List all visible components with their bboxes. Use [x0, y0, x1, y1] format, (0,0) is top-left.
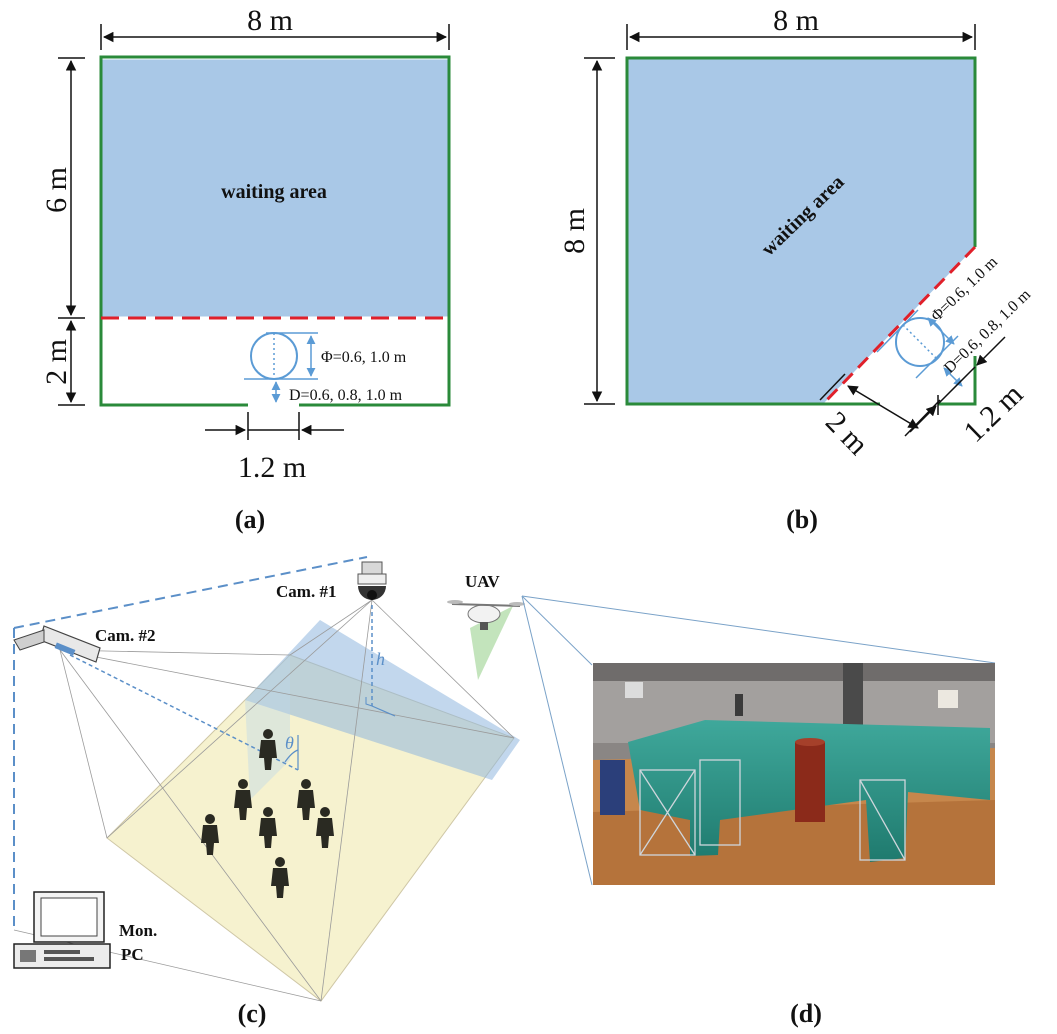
- caption-c: (c): [238, 999, 267, 1028]
- obstacle-diameter-b: [902, 324, 938, 360]
- cam2-field-dashed: [13, 556, 368, 629]
- waiting-height-label-a: 6 m: [40, 167, 73, 213]
- panel-c: h θ Cam. #1 Cam. #2: [13, 556, 525, 1028]
- waiting-area-a: [99, 56, 451, 320]
- exit-dim-line-b: [937, 366, 976, 405]
- monitor-pc-icon: [13, 891, 111, 969]
- diameter-tick-1-b: [876, 309, 919, 353]
- height-symbol: h: [376, 649, 385, 669]
- height-label-b: 8 m: [558, 208, 591, 254]
- monitor-label-line2: PC: [121, 945, 144, 964]
- monitor-label-line1: Mon.: [119, 921, 157, 940]
- area-label-a: waiting area: [221, 181, 327, 203]
- diameter-arrow-b: [927, 317, 955, 345]
- depth-label-b: 2 m: [819, 405, 875, 461]
- exit-width-label-b: 1.2 m: [957, 378, 1029, 449]
- cam1-label: Cam. #1: [276, 582, 336, 601]
- cam2-label: Cam. #2: [95, 626, 155, 645]
- pedestrian: [234, 779, 252, 820]
- cam1-icon: [357, 561, 387, 600]
- wall-b: [625, 56, 977, 406]
- wall-a: [99, 55, 451, 407]
- pedestrian: [259, 807, 277, 848]
- width-label-b: 8 m: [773, 4, 819, 37]
- entry-height-label-a: 2 m: [40, 339, 73, 385]
- waiting-area-b: [627, 58, 975, 404]
- caption-b: (b): [786, 505, 818, 534]
- blue-zone: [245, 620, 520, 780]
- experiment-photo: [593, 663, 995, 885]
- uav-photo-connectors: [521, 595, 996, 886]
- exit-arrow-1-b: [909, 405, 937, 433]
- exit-width-label-a: 1.2 m: [238, 451, 306, 484]
- caption-a: (a): [235, 505, 265, 534]
- pedestrian: [271, 857, 289, 898]
- width-label-a: 8 m: [247, 4, 293, 37]
- dashed-boundary-b: [821, 245, 977, 406]
- distance-label-a: D=0.6, 0.8, 1.0 m: [289, 387, 403, 404]
- depth-arrow-b: [847, 385, 919, 429]
- angle-symbol: θ: [285, 733, 294, 753]
- depth-tick-2-b: [904, 399, 941, 437]
- right-angle-mark: [365, 697, 373, 707]
- depth-tick-1-b: [819, 373, 846, 401]
- pedestrian: [316, 807, 334, 848]
- uav-label: UAV: [465, 572, 500, 591]
- caption-d: (d): [790, 999, 822, 1028]
- exit-wall-b: [938, 356, 977, 406]
- cam1-axis-base: [371, 705, 396, 717]
- uav-icon: [447, 600, 525, 680]
- diameter-label-a: Φ=0.6, 1.0 m: [321, 349, 407, 366]
- exit-arrow-2-b: [976, 336, 1006, 366]
- pedestrians: [201, 729, 334, 898]
- panel-d: (d): [593, 663, 995, 1028]
- blue-zone-side: [245, 655, 290, 800]
- panel-a: Φ=0.6, 1.0 m D=0.6, 0.8, 1.0 m waiting a…: [40, 4, 451, 534]
- panel-b: Φ=0.6, 1.0 m D=0.6, 0.8, 1.0 m waiting a…: [558, 4, 1034, 534]
- cam2-icon: [13, 625, 101, 663]
- pedestrian: [259, 729, 277, 770]
- angle-arc: [284, 749, 299, 763]
- pedestrian: [201, 814, 219, 855]
- pedestrian: [297, 779, 315, 820]
